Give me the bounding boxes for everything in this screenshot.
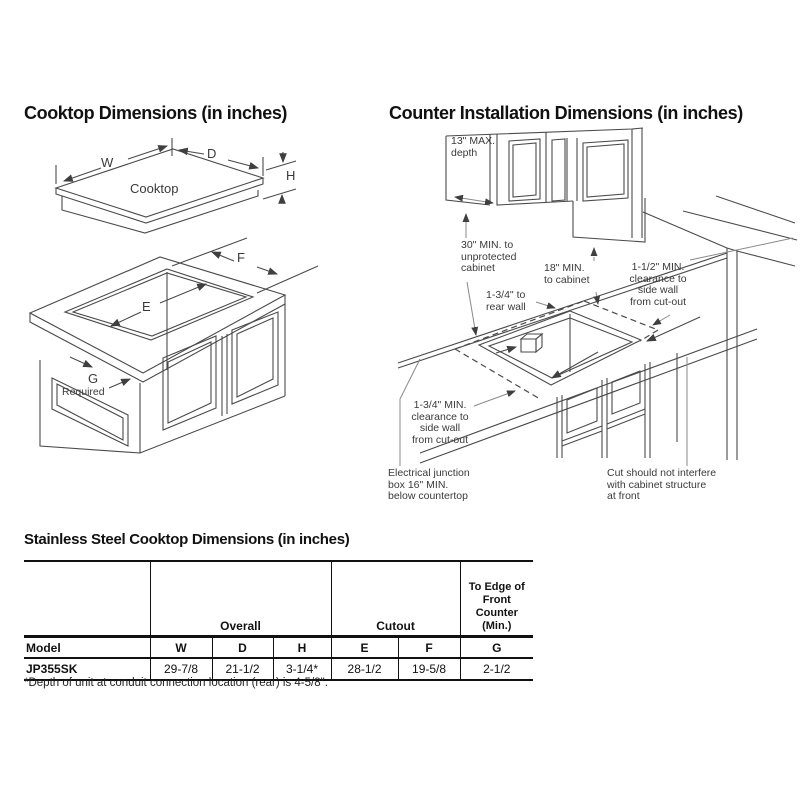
cut-note-annotation: Cut should not interfere with cabinet st… bbox=[607, 467, 717, 503]
column-header-f: F bbox=[398, 635, 461, 658]
clearance-right-annotation: 1-1/2" MIN. clearance to side wall from … bbox=[629, 261, 687, 308]
dim-label-h: H bbox=[286, 168, 296, 183]
cell-e: 28-1/2 bbox=[331, 657, 399, 681]
column-header-h: H bbox=[273, 635, 332, 658]
junction-box-annotation: Electrical junction box 16" MIN. below c… bbox=[388, 467, 470, 503]
table-corner-cell bbox=[24, 560, 151, 637]
column-header-e: E bbox=[331, 635, 399, 658]
dim-label-f: F bbox=[237, 250, 245, 265]
clearance-dashed-outline bbox=[454, 300, 659, 400]
dim-label-e: E bbox=[142, 299, 151, 314]
group-header-overall: Overall bbox=[150, 560, 332, 637]
dim-label-d: D bbox=[207, 146, 217, 161]
table-title: Stainless Steel Cooktop Dimensions (in i… bbox=[24, 531, 350, 548]
cooktop-dimensions-title: Cooktop Dimensions (in inches) bbox=[24, 103, 288, 123]
table-row: JP355SK 29-7/8 21-1/2 3-1/4* 28-1/2 19-5… bbox=[24, 657, 534, 681]
counter-installation-title: Counter Installation Dimensions (in inch… bbox=[389, 103, 743, 123]
dim-label-g: G bbox=[88, 371, 99, 386]
dimensions-table: Overall Cutout To Edge of Front Counter … bbox=[24, 560, 534, 681]
column-header-d: D bbox=[212, 635, 274, 658]
cell-model: JP355SK bbox=[24, 657, 151, 681]
min-18-annotation: 18" MIN. to cabinet bbox=[544, 262, 590, 286]
group-header-cutout: Cutout bbox=[331, 560, 461, 637]
cell-f: 19-5/8 bbox=[398, 657, 461, 681]
column-header-g: G bbox=[460, 635, 534, 658]
min-30-annotation: 30" MIN. to unprotected cabinet bbox=[461, 239, 517, 275]
cell-g: 2-1/2 bbox=[460, 657, 534, 681]
max-depth-annotation: 13" MAX. depth bbox=[451, 135, 495, 159]
cooktop-surface-label: Cooktop bbox=[130, 181, 179, 196]
group-header-edge: To Edge of Front Counter (Min.) bbox=[460, 560, 534, 637]
required-label: Required bbox=[62, 386, 105, 398]
cell-d: 21-1/2 bbox=[212, 657, 274, 681]
cell-h: 3-1/4* bbox=[273, 657, 332, 681]
table-footnote: *Depth of unit at conduit connection loc… bbox=[24, 677, 328, 689]
column-header-w: W bbox=[150, 635, 213, 658]
dim-label-w: W bbox=[101, 155, 114, 170]
clearance-left-annotation: 1-3/4" MIN. clearance to side wall from … bbox=[411, 399, 469, 446]
cell-w: 29-7/8 bbox=[150, 657, 213, 681]
column-header-model: Model bbox=[24, 635, 151, 658]
cutout-cabinet-drawing bbox=[28, 237, 319, 454]
rear-wall-annotation: 1-3/4" to rear wall bbox=[486, 289, 526, 313]
